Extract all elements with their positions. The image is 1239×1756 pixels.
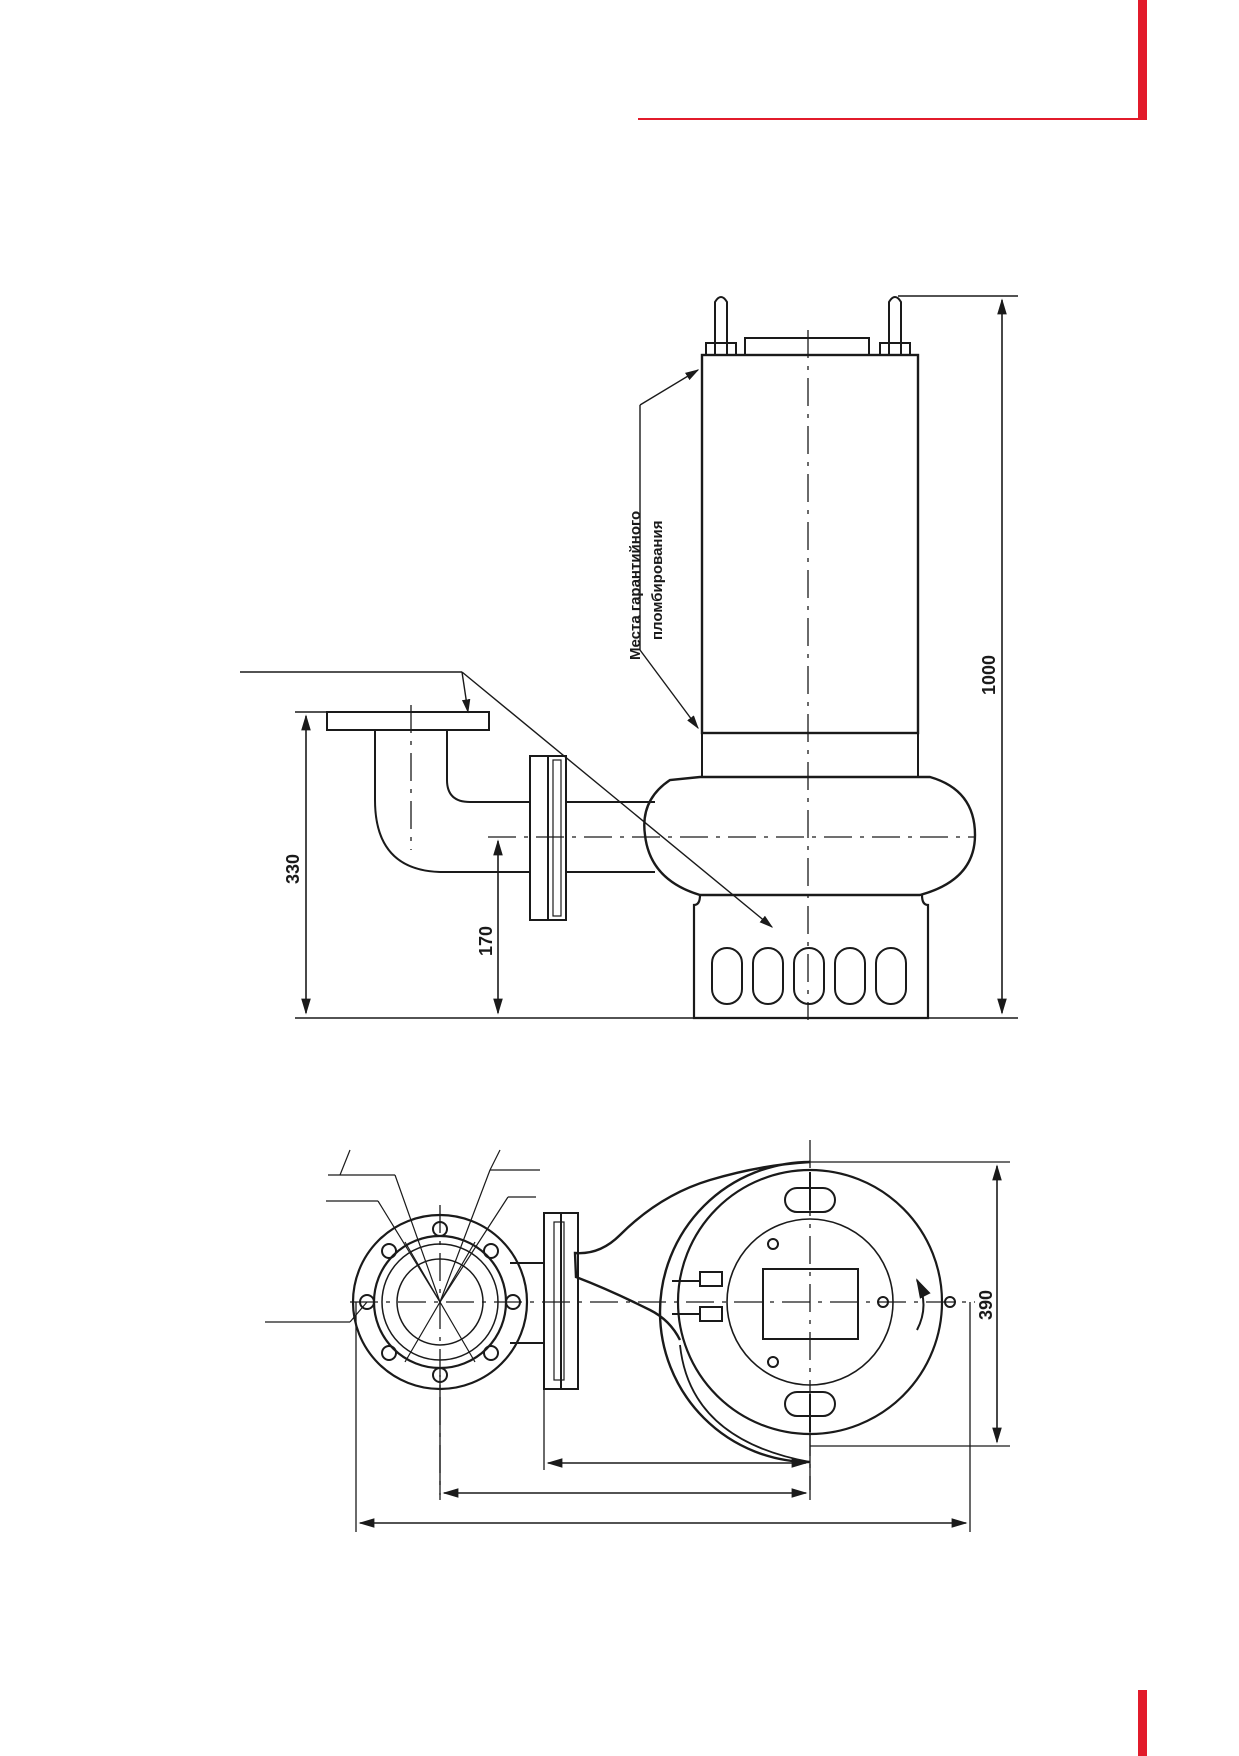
stand-slots [711,947,907,1005]
elbow-inner [446,730,471,803]
seal-location-label-line2: пломбирования [649,520,666,640]
rotation-arrow [916,1278,931,1331]
top-accent-rule [638,118,1147,120]
dim-330-label: 330 [283,853,303,884]
motor-housing [700,353,920,735]
dim-390-label: 390 [976,1289,996,1320]
seal-leader-top [639,369,700,406]
top-right-accent-bar [1138,0,1147,120]
seal-leader-bottom [639,649,699,730]
lifting-eye-right [879,296,911,356]
top-flange-left [543,1212,562,1390]
elbow-outer [374,730,441,873]
top-cover [744,337,870,356]
top-bolts [767,1238,956,1368]
flange-right [547,755,567,921]
pump-stand [692,894,930,1020]
dim-1000-label: 1000 [979,654,999,695]
dim-170-label: 170 [476,925,496,956]
center-lines [410,330,975,1020]
volute-casing [643,775,977,897]
side-view [240,295,1018,1020]
cable-entries [672,1271,723,1322]
volute-outline [573,1160,811,1464]
lifting-eye-left [705,296,737,356]
flange-left [529,755,549,921]
top-flange-right [560,1212,579,1390]
top-view [265,1140,1010,1532]
bottom-right-accent-bar [1138,1690,1147,1756]
outlet-flange [326,711,490,731]
seal-location-label-line1: Места гарантийного [627,510,644,660]
